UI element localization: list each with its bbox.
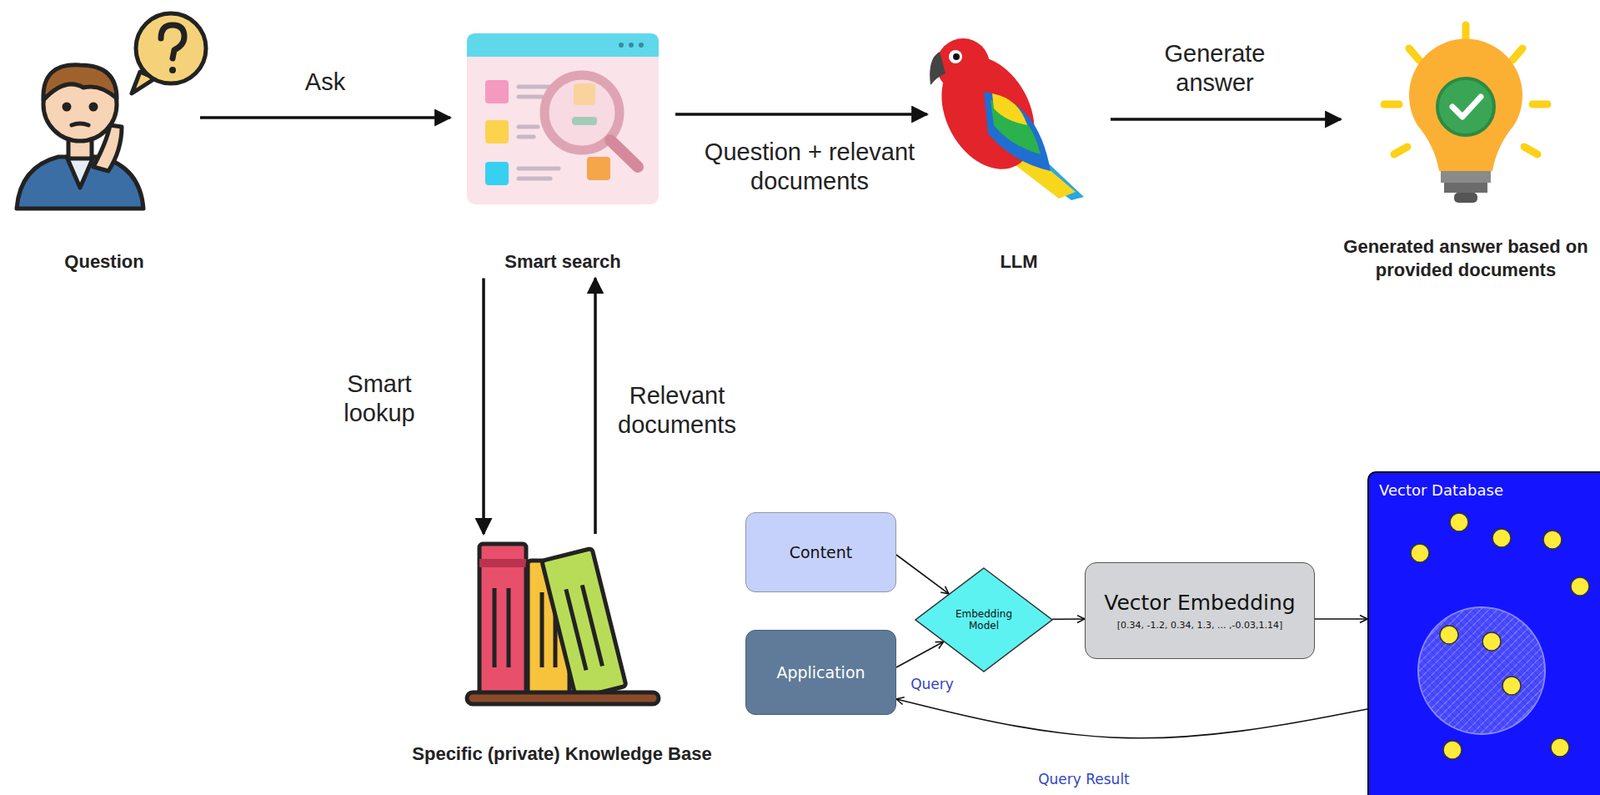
edge-label: Smart lookup xyxy=(333,368,426,429)
connector xyxy=(1314,617,1368,620)
node-detail: [0.34, -1.2, 0.34, 1.3, ... ,-0.03,1.14] xyxy=(1117,619,1283,631)
edge-label: Generate answer xyxy=(1127,38,1303,99)
edge-label: Query xyxy=(898,674,966,693)
decision-diamond: Embedding Model xyxy=(914,566,1054,673)
node-label: Vector Embedding xyxy=(1103,590,1295,615)
connector xyxy=(200,115,451,120)
icon-node: Smart search xyxy=(450,25,676,279)
edge-label: Relevant documents xyxy=(601,380,753,441)
process-box: Application xyxy=(745,629,897,715)
node-label: Vector Database xyxy=(1379,481,1590,499)
connector xyxy=(675,112,928,116)
connector xyxy=(896,698,1368,738)
node-label: LLM xyxy=(927,250,1111,274)
person-icon xyxy=(16,13,206,209)
connector xyxy=(896,641,944,668)
diamond-shape xyxy=(915,567,1053,672)
edge-label: Ask xyxy=(283,66,367,98)
connector xyxy=(593,278,597,535)
node-label: Question xyxy=(8,250,201,274)
edge-label: Question + relevant documents xyxy=(688,136,931,197)
node-label: Smart search xyxy=(450,250,676,274)
icon-node: Specific (private) Knowledge Base xyxy=(399,533,725,771)
lightbulb-icon xyxy=(1384,25,1548,203)
process-box: Content xyxy=(745,511,897,592)
connector xyxy=(1110,117,1341,121)
node-label: Application xyxy=(776,662,865,682)
process-box: Vector Embedding [0.34, -1.2, 0.34, 1.3, … xyxy=(1084,561,1315,659)
parrot-icon xyxy=(922,38,1084,201)
node-label: Embedding Model xyxy=(949,607,1019,632)
search-icon xyxy=(466,33,659,205)
node-label: Specific (private) Knowledge Base xyxy=(399,742,725,766)
icon-node: LLM xyxy=(927,25,1111,279)
books-icon xyxy=(466,543,659,704)
node-label: Content xyxy=(789,542,853,562)
node-label: Generated answer based on provided docum… xyxy=(1340,235,1591,281)
edge-label: Query Result xyxy=(1017,769,1151,788)
icon-node: Generated answer based on provided docum… xyxy=(1340,16,1591,286)
icon-node: Question xyxy=(8,10,201,279)
connector xyxy=(1052,617,1085,620)
database-panel: Vector Database xyxy=(1367,471,1600,795)
vector-space-illustration xyxy=(1369,472,1600,795)
connector xyxy=(481,278,486,535)
connector xyxy=(896,554,949,594)
